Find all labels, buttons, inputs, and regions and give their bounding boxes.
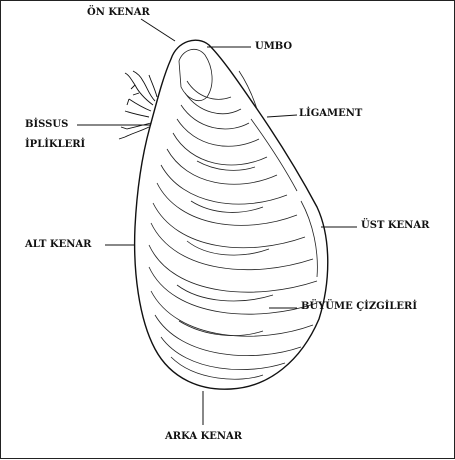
leader-lines <box>77 19 357 425</box>
label-umbo: UMBO <box>255 41 292 53</box>
label-bissus-line2: İPLİKLERİ <box>25 139 85 151</box>
label-ust-kenar: ÜST KENAR <box>361 220 429 232</box>
shell-outline <box>135 40 328 389</box>
umbo-contour <box>179 49 212 100</box>
leader-on-kenar <box>141 19 175 41</box>
label-buyume-cizgileri: BÜYÜME ÇİZGİLERİ <box>301 301 417 313</box>
label-alt-kenar: ALT KENAR <box>25 239 91 251</box>
label-ligament: LİGAMENT <box>299 108 362 120</box>
label-on-kenar: ÖN KENAR <box>87 7 150 19</box>
label-arka-kenar: ARKA KENAR <box>165 431 242 443</box>
label-bissus-line1: BİSSUS <box>25 119 68 131</box>
growth-lines <box>149 71 317 379</box>
byssus-threads <box>119 71 157 139</box>
leader-ligament <box>267 115 297 117</box>
